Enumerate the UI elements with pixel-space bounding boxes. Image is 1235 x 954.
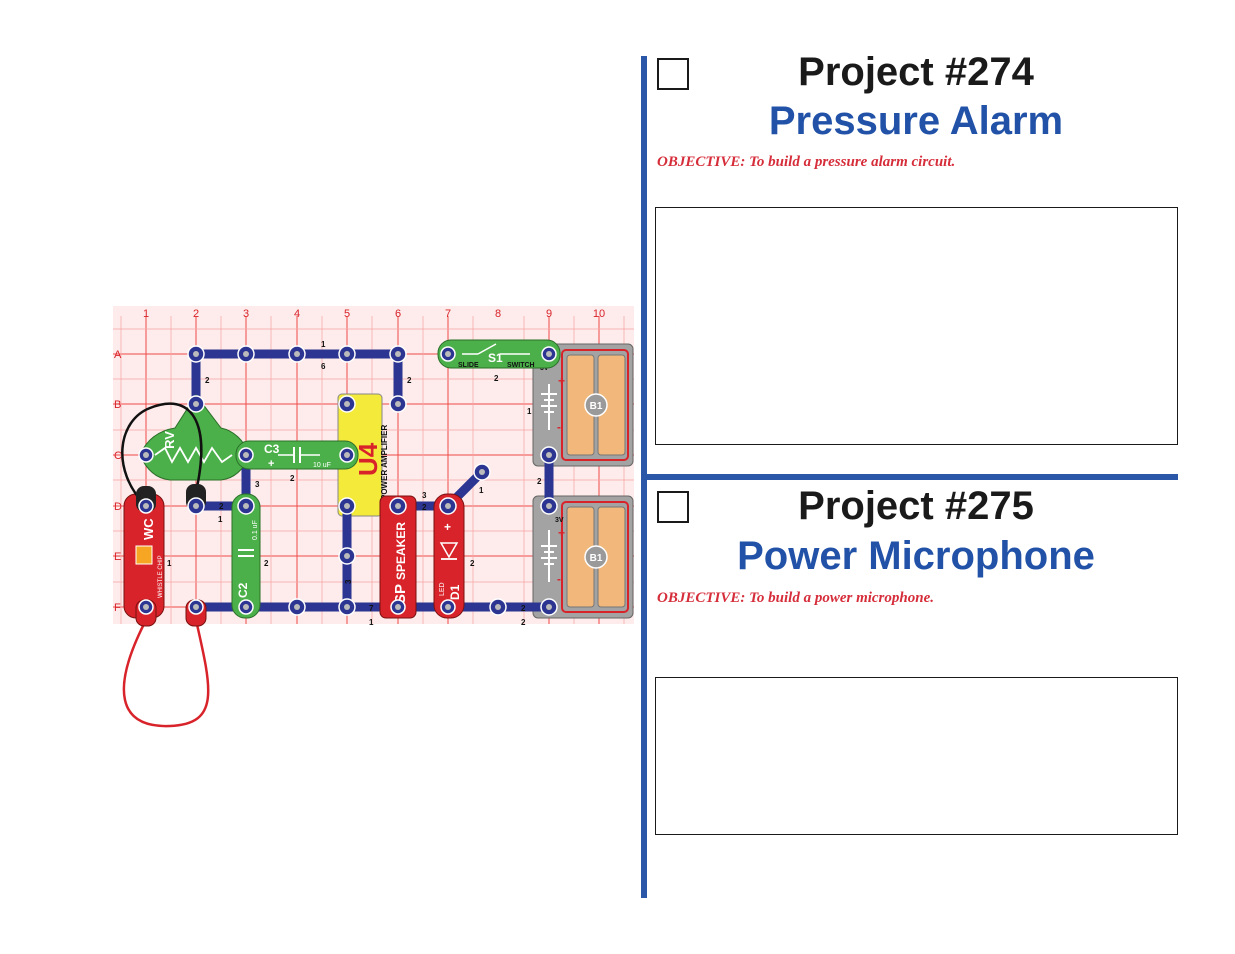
- col-3-label: 3: [243, 308, 249, 320]
- snap-points: [138, 345, 558, 616]
- sp-speaker: SP SPEAKER: [379, 495, 417, 619]
- snap-num: 3: [422, 491, 427, 500]
- col-9-label: 9: [546, 308, 552, 320]
- snap-num: 2: [422, 503, 427, 512]
- project-275-number: Project #275: [798, 484, 1034, 528]
- snap-num: 2: [494, 374, 499, 383]
- d1-id: D1: [448, 584, 462, 600]
- snap-num: 1: [479, 486, 484, 495]
- s1-slide-switch: S1 SLIDE SWITCH: [437, 339, 561, 369]
- project-274-instructions-box: [655, 207, 1178, 445]
- jumper-wires: [121, 402, 210, 728]
- snap-num: 2: [290, 474, 295, 483]
- c3-capacitor: C3 + 10 uF: [235, 440, 359, 470]
- snap-num: 2: [219, 502, 224, 511]
- c2-id: C2: [236, 582, 250, 598]
- svg-text:+: +: [268, 458, 274, 470]
- project-274-title: Pressure Alarm: [768, 99, 1064, 143]
- wc-id: WC: [141, 518, 156, 540]
- snap-level-numbers: 1 6 2 2 2 1 3 2 2 1 3 2 1 2 1 2 3 2 7 1 …: [167, 340, 542, 627]
- c3-value: 10 uF: [313, 462, 331, 469]
- wc-whistle-chip: WC WHISTLE CHIP: [123, 493, 165, 619]
- snap-num: 1: [218, 515, 223, 524]
- svg-text:+: +: [558, 526, 565, 540]
- column-numbers: 1 2 3 4 5 6 7 8 9 10: [143, 308, 605, 320]
- col-4-label: 4: [294, 308, 300, 320]
- snap-num: 2: [264, 559, 269, 568]
- svg-text:+: +: [558, 374, 565, 388]
- b1-top-id: B1: [590, 401, 603, 412]
- snap-num: 6: [321, 362, 326, 371]
- sp-id: SP: [392, 584, 409, 604]
- project-275-objective: OBJECTIVE: To build a power microphone.: [657, 590, 934, 606]
- rv-id: RV: [162, 431, 177, 449]
- snap-num: 2: [470, 559, 475, 568]
- sp-label: SPEAKER: [394, 522, 408, 580]
- s1-id: S1: [488, 351, 503, 365]
- row-f-label: F: [114, 602, 121, 614]
- battery-holder-bottom: + - B1 3V: [532, 495, 634, 619]
- project-274-objective: OBJECTIVE: To build a pressure alarm cir…: [657, 154, 956, 170]
- c3-id: C3: [264, 442, 280, 456]
- snap-num: 2: [521, 618, 526, 627]
- snap-num: 2: [521, 604, 526, 613]
- col-7-label: 7: [445, 308, 451, 320]
- snap-num: 1: [167, 559, 172, 568]
- snap-num: 7: [369, 604, 374, 613]
- circuit-diagram: 1 2 3 4 5 6 7 8 9 10 A B C D E F + - B1 …: [113, 306, 634, 728]
- col-1-label: 1: [143, 308, 149, 320]
- col-8-label: 8: [495, 308, 501, 320]
- row-e-label: E: [114, 551, 121, 563]
- snap-num: 1: [527, 407, 532, 416]
- project-274-checkbox[interactable]: [657, 58, 689, 90]
- project-275-title: Power Microphone: [737, 534, 1095, 578]
- s1-label-left: SLIDE: [458, 362, 479, 369]
- rv-adjustable-resistor: RV: [139, 394, 251, 481]
- b1-bottom-voltage: 3V: [555, 517, 564, 524]
- row-b-label: B: [114, 399, 121, 411]
- col-6-label: 6: [395, 308, 401, 320]
- snap-num: 3: [255, 480, 260, 489]
- b1-bottom-id: B1: [590, 553, 603, 564]
- snap-num: 1: [369, 618, 374, 627]
- c2-capacitor: C2 0.1 uF: [231, 493, 261, 619]
- row-letters: A B C D E F: [114, 349, 122, 614]
- col-2-label: 2: [193, 308, 199, 320]
- project-275-instructions-box: [655, 677, 1178, 835]
- svg-text:-: -: [557, 572, 561, 586]
- d1-label: LED: [439, 582, 446, 596]
- c2-value: 0.1 uF: [252, 520, 259, 540]
- d1-led: + D1 LED: [433, 493, 465, 619]
- project-275-checkbox[interactable]: [657, 491, 689, 523]
- project-274-number: Project #274: [798, 50, 1034, 94]
- row-d-label: D: [114, 501, 122, 513]
- col-5-label: 5: [344, 308, 350, 320]
- u4-label: POWER AMPLIFIER: [380, 425, 389, 500]
- snap-num: 1: [321, 340, 326, 349]
- battery-holder-top: + - B1 3V: [532, 343, 634, 467]
- snap-num: 2: [205, 376, 210, 385]
- wc-label: WHISTLE CHIP: [158, 555, 164, 598]
- svg-text:-: -: [557, 420, 561, 434]
- s1-label-right: SWITCH: [507, 362, 535, 369]
- snap-num: 2: [407, 376, 412, 385]
- svg-text:+: +: [444, 520, 451, 534]
- col-10-label: 10: [593, 308, 605, 320]
- snap-num: 2: [537, 477, 542, 486]
- row-c-label: C: [114, 450, 122, 462]
- row-a-label: A: [114, 349, 122, 361]
- vertical-divider: [641, 56, 647, 898]
- snap-num: 3: [344, 579, 353, 584]
- horizontal-divider: [647, 474, 1178, 480]
